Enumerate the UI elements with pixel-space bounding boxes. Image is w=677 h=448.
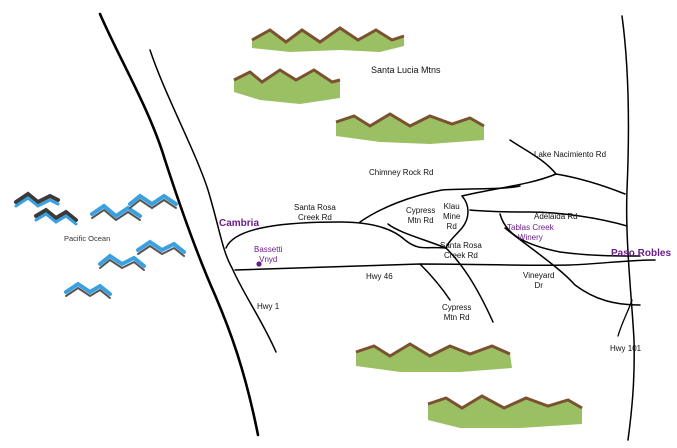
road-lake-nacimiento (461, 173, 626, 197)
label-chimney-rock-rd: Chimney Rock Rd (369, 168, 434, 177)
mountain-range-1 (251, 26, 405, 52)
mountain-range-5 (427, 394, 583, 428)
label-santa-rosa-creek-rd-1: Santa Rosa Creek Rd (294, 203, 336, 222)
label-tablas-creek[interactable]: Tablas Creek Winery (507, 223, 554, 242)
bassetti-marker-icon (256, 261, 262, 267)
road-cypress-mtn-2 (419, 263, 451, 301)
road-santa-rosa-creek-1 (225, 221, 447, 249)
label-hwy101: Hwy 101 (610, 344, 642, 353)
label-cypress-mtn-rd-2: Cypress Mtn Rd (442, 303, 472, 322)
label-paso-robles[interactable]: Paso Robles (611, 248, 672, 259)
label-pacific-ocean: Pacific Ocean (64, 234, 111, 243)
coastline (98, 12, 260, 437)
road-adelaida (469, 209, 628, 227)
label-cambria[interactable]: Cambria (219, 218, 260, 229)
road-chimney-rock (359, 185, 521, 223)
road-hwy101 (621, 15, 635, 441)
road-hwy1 (149, 49, 277, 353)
road-vineyard (504, 227, 641, 306)
label-bassetti[interactable]: Bassetti Vnyd (254, 245, 283, 264)
label-cypress-mtn-rd-1: Cypress Mtn Rd (406, 206, 436, 225)
road-santa-rosa-creek-2 (445, 247, 494, 323)
mountain-range-4 (355, 342, 512, 372)
mountain-range-2 (233, 68, 341, 104)
label-klau-mine-rd: Klau Mine Rd (443, 202, 461, 231)
label-hwy1: Hwy 1 (257, 302, 280, 311)
road-south-branch (617, 299, 633, 337)
road-hwy46 (234, 259, 656, 271)
label-adelaida-rd: Adelaida Rd (534, 212, 578, 221)
road-cypress-mtn-1 (387, 223, 447, 249)
label-vineyard-dr: Vineyard Dr (523, 271, 555, 290)
road-adelaida-south (499, 213, 641, 257)
label-hwy46: Hwy 46 (366, 272, 393, 281)
label-santa-lucia: Santa Lucia Mtns (371, 65, 441, 75)
label-lake-nacimiento-rd: Lake Nacimiento Rd (534, 150, 607, 159)
mountain-range-3 (335, 112, 485, 144)
road-klau-mine (445, 195, 469, 249)
ocean-waves (14, 191, 186, 299)
road-lake-nacimiento-north (509, 139, 557, 175)
label-santa-rosa-creek-rd-2: Santa Rosa Creek Rd (440, 241, 482, 260)
